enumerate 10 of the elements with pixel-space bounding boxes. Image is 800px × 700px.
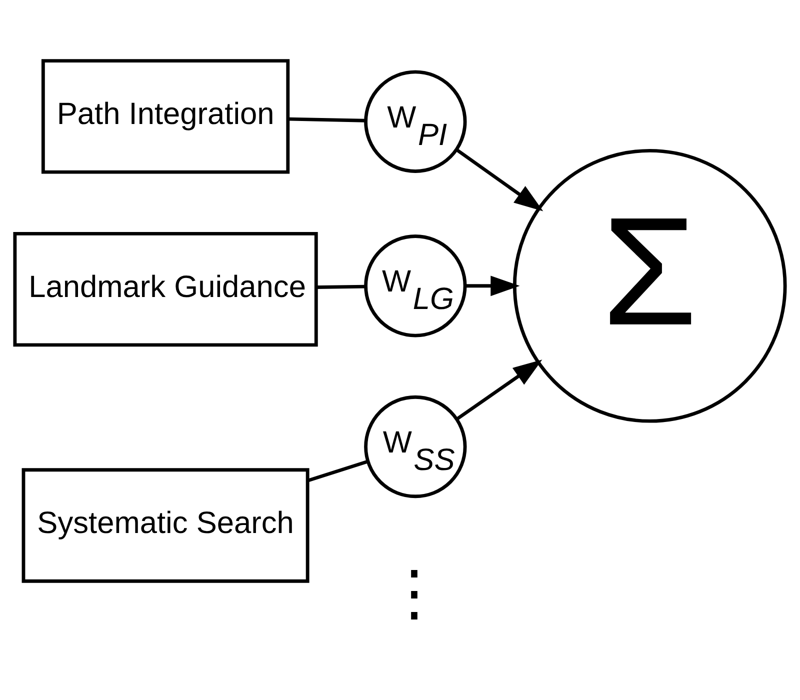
arrow (456, 359, 542, 420)
label: ⋮ (384, 558, 446, 628)
connector (316, 284, 366, 288)
node-box: Landmark Guidance (13, 231, 318, 346)
connector (288, 116, 366, 122)
connector (307, 459, 368, 482)
node-box: Systematic Search (22, 468, 310, 582)
arrow (466, 275, 520, 296)
arrow (456, 148, 544, 211)
node-box: Path Integration (41, 58, 290, 174)
